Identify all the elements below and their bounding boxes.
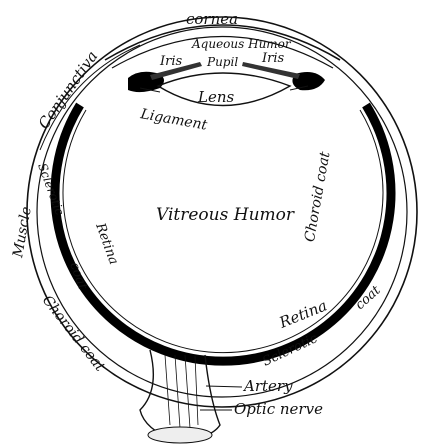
label-iris-right: Iris bbox=[261, 51, 285, 66]
label-iris-left: Iris bbox=[159, 54, 183, 69]
label-retina-left: Retina bbox=[92, 220, 121, 266]
label-aqueous-humor: Aqueous Humor bbox=[191, 37, 292, 51]
label-sclerotic-left: Sclerotic bbox=[35, 161, 67, 217]
label-lens: Lens bbox=[197, 88, 234, 106]
label-vitreous-humor: Vitreous Humor bbox=[156, 205, 295, 225]
optic-nerve-fibers bbox=[165, 355, 198, 428]
label-choroid-coat-right: Choroid coat bbox=[302, 150, 334, 243]
leader-artery bbox=[206, 386, 242, 387]
label-ligament: Ligament bbox=[138, 106, 208, 134]
label-coat-left: coat bbox=[66, 260, 90, 292]
label-cornea: cornea bbox=[186, 10, 238, 28]
label-pupil: Pupil bbox=[206, 55, 238, 69]
optic-nerve-cut-end bbox=[148, 427, 212, 443]
label-artery: Artery bbox=[242, 377, 293, 395]
label-optic-nerve: Optic nerve bbox=[234, 400, 323, 418]
